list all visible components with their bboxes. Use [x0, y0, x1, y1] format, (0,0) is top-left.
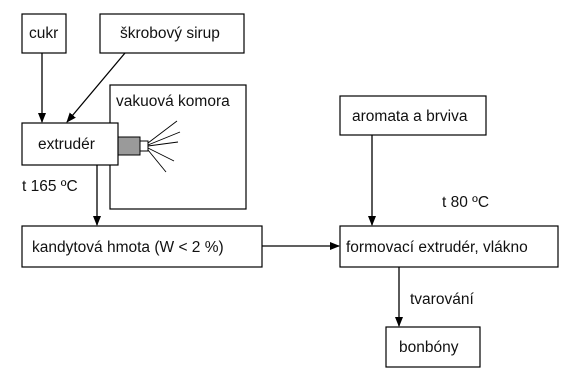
flavors-colors-label: aromata a brviva [352, 108, 468, 125]
starch-syrup-label: škrobový sirup [120, 25, 220, 42]
temperature-forming-label: t 80 ºC [442, 194, 489, 211]
extruded-strands [147, 120, 181, 173]
extruder-label: extrudér [38, 136, 95, 153]
extruder-nozzle [117, 120, 181, 173]
extruder-box: extrudér [21, 122, 119, 166]
arrow-syrup-to-extruder [66, 52, 126, 123]
forming-extruder-label: formovací extrudér, vlákno [346, 239, 528, 256]
flavors-colors-box: aromata a brviva [339, 95, 487, 136]
shaping-label: tvarování [410, 291, 474, 308]
sugar-box: cukr [21, 13, 67, 54]
forming-extruder-box: formovací extrudér, vlákno [339, 225, 559, 268]
candies-label: bonbóny [399, 339, 459, 356]
sugar-label: cukr [29, 25, 58, 42]
temperature-extruder-label: t 165 ºC [22, 178, 78, 195]
candies-box: bonbóny [385, 326, 481, 368]
candy-mass-box: kandytová hmota (W < 2 %) [21, 225, 263, 268]
vacuum-chamber-label: vakuová komora [116, 93, 230, 110]
starch-syrup-box: škrobový sirup [99, 13, 245, 54]
candy-mass-label: kandytová hmota (W < 2 %) [32, 239, 224, 256]
